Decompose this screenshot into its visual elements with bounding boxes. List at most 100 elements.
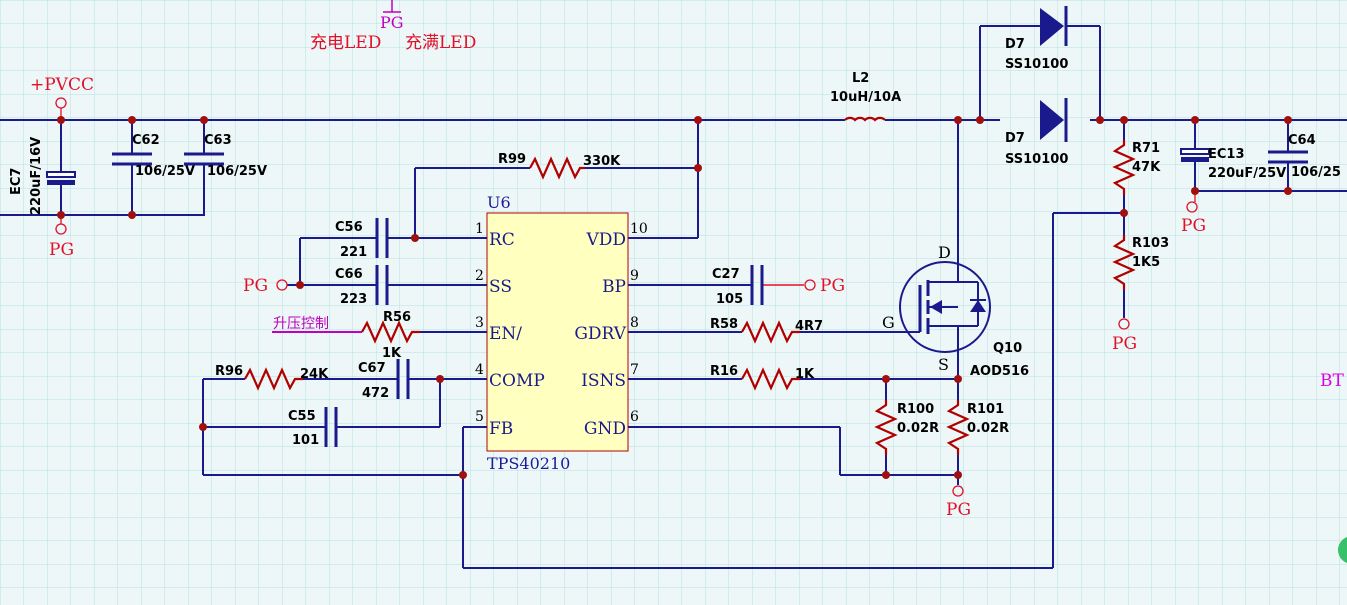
resistor-r100[interactable]: R100 0.02R (874, 400, 939, 455)
ground-ec7: PG (49, 215, 74, 260)
d7-top-ref: D7 (1005, 37, 1025, 52)
c63-value: 106/25V (207, 164, 267, 179)
c56-value: 221 (340, 245, 367, 260)
pin-num-1: 1 (475, 221, 484, 237)
ec7-ref: EC7 (9, 168, 24, 195)
capacitor-c63[interactable]: C63 106/25V (184, 120, 267, 215)
c27-value: 105 (716, 292, 743, 307)
r16-ref: R16 (710, 364, 738, 379)
ground-label: PG (49, 240, 74, 260)
r99-value: 330K (583, 154, 621, 169)
q10-gate-label: G (882, 313, 895, 332)
pin-num-8: 8 (630, 315, 639, 331)
r58-value: 4R7 (795, 319, 823, 334)
ground-bp: PG (804, 276, 845, 296)
ground-sense: PG (946, 485, 971, 520)
capacitor-c62[interactable]: C62 106/25V (112, 120, 195, 215)
ic-ref: U6 (487, 193, 511, 212)
pin-num-6: 6 (630, 409, 639, 425)
pin-num-2: 2 (475, 268, 484, 284)
diode-d7-bottom[interactable]: D7 SS10100 (1005, 98, 1068, 167)
ec7-value: 220uF/16V (29, 137, 44, 215)
pin-num-7: 7 (630, 362, 639, 378)
capacitor-ec7[interactable]: EC7 220uF/16V (9, 120, 76, 215)
q10-source-label: S (938, 355, 949, 374)
diode-d7-top[interactable]: D7 SS10100 (1005, 6, 1068, 72)
mosfet-q10[interactable]: G D S Q10 AOD516 (882, 120, 1029, 379)
pin-name-gdrv: GDRV (574, 324, 626, 344)
pin-num-3: 3 (475, 315, 484, 331)
c62-ref: C62 (132, 133, 160, 148)
capacitor-c55[interactable]: C55 101 (288, 407, 338, 448)
bt-net-label: BT (1320, 371, 1344, 391)
c64-value: 106/25 (1291, 165, 1341, 180)
c27-ref: C27 (712, 267, 740, 282)
diode-wires (979, 25, 1101, 120)
pin-name-bp: BP (602, 277, 626, 297)
resistor-r58[interactable]: R58 4R7 (710, 317, 823, 344)
top-pg-label: PG (380, 13, 404, 32)
ic-left-pins: 1 2 3 4 5 RC SS EN/ COMP FB (463, 221, 545, 439)
capacitor-c64[interactable]: C64 106/25 (1268, 120, 1341, 191)
c66-value: 223 (340, 292, 367, 307)
r56-ref: R56 (383, 310, 411, 325)
r96-value: 24K (300, 367, 329, 382)
c66-ref: C66 (335, 267, 363, 282)
resistor-r16[interactable]: R16 1K (710, 364, 815, 391)
ground-r103: PG (1112, 318, 1137, 354)
ec13-ref: EC13 (1208, 147, 1245, 162)
pin-name-comp: COMP (489, 371, 545, 391)
pin-name-fb: FB (489, 419, 513, 439)
resistor-r101[interactable]: R101 0.02R (946, 400, 1009, 455)
r58-ref: R58 (710, 317, 738, 332)
vdd-feed-wires (414, 120, 699, 239)
c63-ref: C63 (204, 133, 232, 148)
resistor-r103[interactable]: R103 1K5 (1112, 235, 1169, 290)
isns-wires (650, 378, 959, 485)
pin-name-gnd: GND (584, 419, 626, 439)
ground-left-ss: PG (243, 276, 288, 296)
ground-label-ss: PG (243, 276, 268, 296)
capacitor-ec13[interactable]: EC13 220uF/25V (1180, 120, 1286, 191)
c64-ref: C64 (1288, 133, 1316, 148)
ic-right-pins: 10 9 8 7 6 VDD BP GDRV ISNS GND (574, 221, 650, 439)
capacitor-c67[interactable]: C67 472 (358, 359, 410, 401)
c55-value: 101 (292, 433, 319, 448)
capacitor-c66[interactable]: C66 223 (335, 265, 389, 307)
r100-ref: R100 (897, 402, 934, 417)
corner-status-icon[interactable] (1338, 536, 1347, 564)
pin-num-4: 4 (475, 362, 484, 378)
d7-bottom-value: SS10100 (1005, 152, 1068, 167)
top-pg-symbol: PG (380, 0, 404, 32)
ec13-value: 220uF/25V (1208, 166, 1286, 181)
r101-value: 0.02R (967, 421, 1009, 436)
inductor-l2[interactable]: L2 10uH/10A (830, 71, 901, 122)
l2-value: 10uH/10A (830, 90, 901, 105)
resistor-r71[interactable]: R71 47K (1112, 140, 1161, 195)
ground-label-bp: PG (820, 276, 845, 296)
pin-num-9: 9 (630, 268, 639, 284)
ic-u6[interactable]: U6 TPS40210 1 2 3 4 5 RC SS EN/ COMP FB … (463, 193, 650, 473)
capacitor-c56[interactable]: C56 221 (335, 218, 389, 260)
c62-value: 106/25V (135, 164, 195, 179)
q10-ref: Q10 (993, 341, 1022, 356)
r71-ref: R71 (1132, 141, 1160, 156)
full-led-label: 充满LED (405, 33, 476, 53)
resistor-r96[interactable]: R96 24K (215, 364, 329, 391)
resistor-r99[interactable]: R99 330K (498, 152, 621, 180)
junction-dots (57, 116, 1292, 479)
resistor-r56[interactable]: R56 1K (361, 310, 420, 361)
q10-drain-label: D (938, 243, 951, 262)
c67-value: 472 (362, 386, 389, 401)
capacitor-c27[interactable]: C27 105 (712, 265, 764, 307)
ground-label-sense: PG (946, 500, 971, 520)
l2-ref: L2 (852, 71, 869, 86)
r71-value: 47K (1132, 160, 1161, 175)
pin-num-5: 5 (475, 409, 484, 425)
d7-bottom-ref: D7 (1005, 131, 1025, 146)
r96-ref: R96 (215, 364, 243, 379)
c56-ref: C56 (335, 220, 363, 235)
pin-name-isns: ISNS (581, 371, 626, 391)
